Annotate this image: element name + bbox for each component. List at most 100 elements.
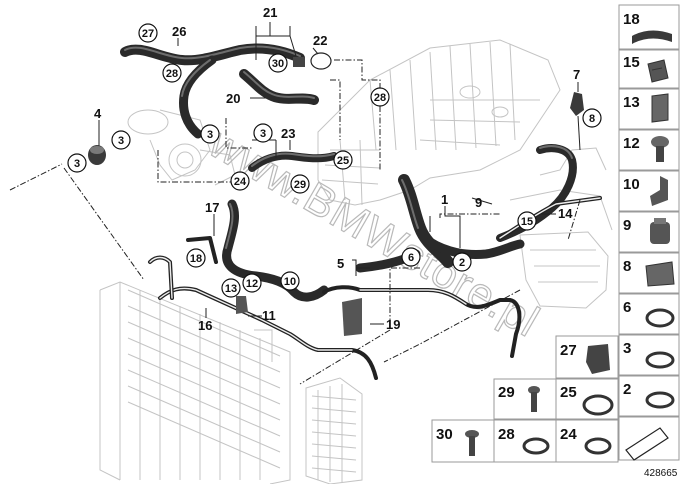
legend-label-13: 13 bbox=[623, 94, 640, 111]
hose-clamp-3-icon bbox=[645, 351, 675, 369]
guide-lines bbox=[9, 59, 581, 385]
hose-clamp-6-icon bbox=[645, 308, 675, 328]
svg-text:8: 8 bbox=[589, 113, 595, 125]
svg-text:3: 3 bbox=[118, 135, 124, 147]
svg-text:29: 29 bbox=[294, 179, 306, 191]
legend-label-3: 3 bbox=[623, 340, 631, 357]
svg-text:12: 12 bbox=[246, 278, 258, 290]
legend-right-column: 18 15 13 12 10 9 8 6 3 2 bbox=[618, 4, 680, 461]
hose-clip-8-icon bbox=[645, 261, 675, 287]
callout-11: 11 bbox=[262, 308, 276, 323]
hose-26 bbox=[120, 43, 305, 139]
diagram-number: 428665 bbox=[644, 468, 678, 479]
callouts-circled: 27 28 30 28 3 3 3 3 8 25 24 29 18 10 6 2… bbox=[67, 23, 602, 298]
seal-25-icon bbox=[582, 394, 614, 416]
expansion-tank-outline bbox=[509, 147, 613, 309]
legend-label-8: 8 bbox=[623, 258, 631, 275]
circled-callout-3d: 3 bbox=[67, 153, 87, 173]
circled-callout-3c: 3 bbox=[253, 123, 273, 143]
pipe-17 bbox=[148, 236, 218, 300]
legend-label-2: 2 bbox=[623, 381, 631, 398]
legend-label-10: 10 bbox=[623, 176, 640, 193]
legend-label-27: 27 bbox=[560, 342, 577, 359]
clamp-24-icon bbox=[584, 437, 612, 455]
callout-19: 19 bbox=[386, 317, 400, 332]
part-30-bolt bbox=[293, 57, 305, 67]
hose-clip-15-icon bbox=[647, 59, 669, 83]
circled-callout-29: 29 bbox=[290, 174, 310, 194]
svg-text:28: 28 bbox=[166, 68, 178, 80]
svg-text:3: 3 bbox=[260, 128, 266, 140]
svg-text:13: 13 bbox=[225, 283, 237, 295]
circled-callout-18: 18 bbox=[186, 248, 206, 268]
watermark-text: www.BMWstore.pl bbox=[200, 118, 547, 347]
legend-label-30: 30 bbox=[436, 426, 453, 443]
legend-label-29: 29 bbox=[498, 384, 515, 401]
circled-callout-28a: 28 bbox=[162, 63, 182, 83]
callout-20: 20 bbox=[226, 91, 240, 106]
part-11-clip bbox=[236, 296, 248, 314]
callout-26: 26 bbox=[172, 24, 186, 39]
bolt-30-icon bbox=[465, 430, 479, 456]
circled-callout-25: 25 bbox=[333, 150, 353, 170]
callout-14: 14 bbox=[558, 206, 573, 221]
hose-clamp-2-icon bbox=[645, 391, 675, 409]
legend-label-12: 12 bbox=[623, 135, 640, 152]
svg-text:15: 15 bbox=[521, 216, 533, 228]
callout-22: 22 bbox=[313, 33, 327, 48]
clamp-28-icon bbox=[522, 437, 550, 455]
callout-1: 1 bbox=[441, 192, 448, 207]
callout-16: 16 bbox=[198, 318, 212, 333]
part-7-valve bbox=[570, 92, 584, 151]
rubber-strip-icon bbox=[632, 30, 672, 44]
bracket-10-icon bbox=[650, 176, 668, 206]
callout-21: 21 bbox=[263, 5, 277, 20]
callout-23: 23 bbox=[281, 126, 295, 141]
callout-17: 17 bbox=[205, 200, 219, 215]
svg-text:3: 3 bbox=[74, 158, 80, 170]
part-22-seal bbox=[310, 52, 332, 70]
circled-callout-24: 24 bbox=[230, 171, 250, 191]
circled-callout-3a: 3 bbox=[111, 130, 131, 150]
circled-callout-27: 27 bbox=[138, 23, 158, 43]
svg-text:2: 2 bbox=[459, 257, 465, 269]
holder-27-icon bbox=[586, 344, 610, 374]
aux-radiator-outline bbox=[305, 377, 363, 484]
circled-callout-13: 13 bbox=[221, 278, 241, 298]
legend-label-24: 24 bbox=[560, 426, 577, 443]
svg-text:27: 27 bbox=[142, 28, 154, 40]
callout-7: 7 bbox=[573, 67, 580, 82]
radiator-outline bbox=[99, 281, 291, 484]
legend-label-6: 6 bbox=[623, 299, 631, 316]
svg-text:6: 6 bbox=[408, 252, 414, 264]
svg-text:24: 24 bbox=[234, 176, 247, 188]
circled-callout-15: 15 bbox=[517, 211, 537, 231]
clip-13-icon bbox=[651, 93, 669, 123]
hose-1 bbox=[398, 174, 525, 268]
legend-label-9: 9 bbox=[623, 217, 631, 234]
legend-label-18: 18 bbox=[623, 11, 640, 28]
circled-callout-30: 30 bbox=[268, 53, 288, 73]
svg-text:28: 28 bbox=[374, 92, 386, 104]
svg-text:3: 3 bbox=[207, 129, 213, 141]
svg-text:18: 18 bbox=[190, 253, 202, 265]
circled-callout-3b: 3 bbox=[200, 124, 220, 144]
connector-9-icon bbox=[650, 218, 670, 244]
svg-text:10: 10 bbox=[284, 276, 296, 288]
legend-label-15: 15 bbox=[623, 54, 640, 71]
svg-text:30: 30 bbox=[272, 58, 284, 70]
callout-5: 5 bbox=[337, 256, 344, 271]
callout-9: 9 bbox=[475, 195, 482, 210]
circled-callout-2: 2 bbox=[452, 252, 472, 272]
callouts-plain: 21 26 22 20 23 7 4 17 1 9 14 5 11 16 19 bbox=[94, 5, 580, 333]
circled-callout-8: 8 bbox=[582, 108, 602, 128]
legend-label-25: 25 bbox=[560, 384, 577, 401]
circled-callout-10: 10 bbox=[280, 271, 300, 291]
arrow-icon bbox=[625, 427, 669, 461]
engine-block-outline bbox=[317, 39, 561, 206]
hose-23 bbox=[248, 151, 338, 172]
part-4-cap bbox=[88, 145, 106, 165]
water-pump-outline bbox=[127, 109, 236, 186]
circled-callout-12: 12 bbox=[242, 273, 262, 293]
